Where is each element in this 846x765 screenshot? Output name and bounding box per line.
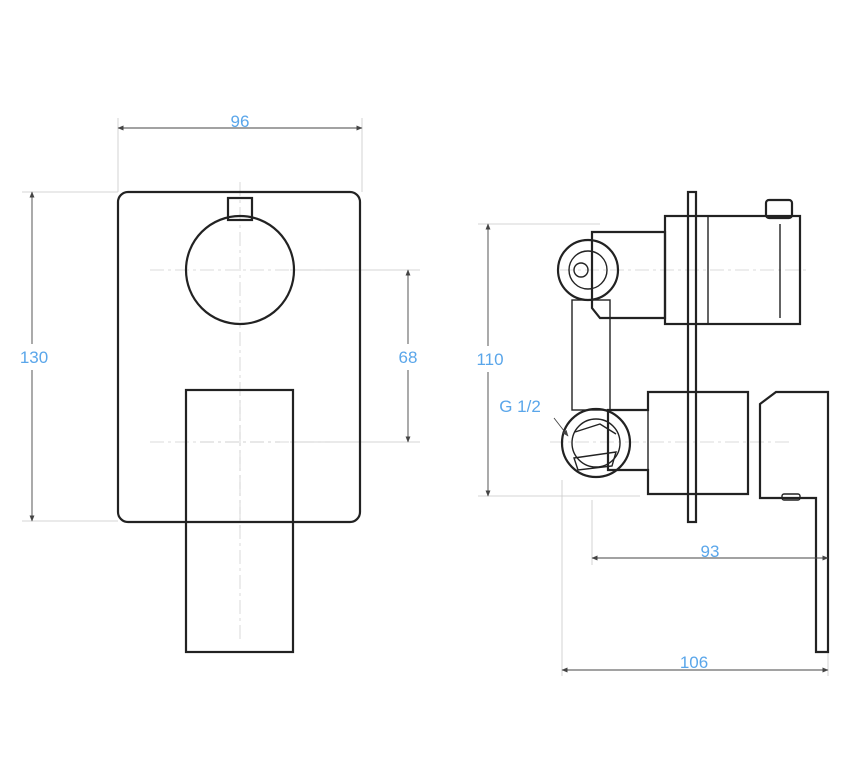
side-lower-inlet: [560, 407, 632, 479]
front-handle-lever: [184, 388, 295, 654]
side-diverter-stem: [764, 198, 794, 220]
dim-label-g-1-2: G 1/2: [499, 397, 541, 416]
front-knob-stem: [226, 196, 254, 222]
side-upper-elbow: [590, 230, 667, 320]
side-wall-plate: [686, 190, 698, 524]
leader-g-1-2: [553, 417, 569, 437]
dim-label-93: 93: [701, 542, 720, 561]
dim-label-68: 68: [399, 348, 418, 367]
front-view: 96 130 68: [14, 112, 426, 654]
side-handle-lever: [758, 390, 830, 654]
side-vertical-pipe: [571, 299, 611, 411]
front-cover-plate: [116, 190, 362, 524]
side-diverter-cartridge: [663, 214, 802, 326]
dim-label-110: 110: [476, 350, 503, 369]
side-view: 110 G 1/2 93 106: [470, 190, 830, 676]
dim-label-96: 96: [231, 112, 250, 131]
dim-label-106: 106: [680, 653, 708, 672]
front-diverter-knob: [184, 214, 296, 326]
side-upper-outlet: [556, 238, 620, 302]
side-lower-body: [606, 390, 750, 496]
dim-label-130: 130: [20, 348, 48, 367]
